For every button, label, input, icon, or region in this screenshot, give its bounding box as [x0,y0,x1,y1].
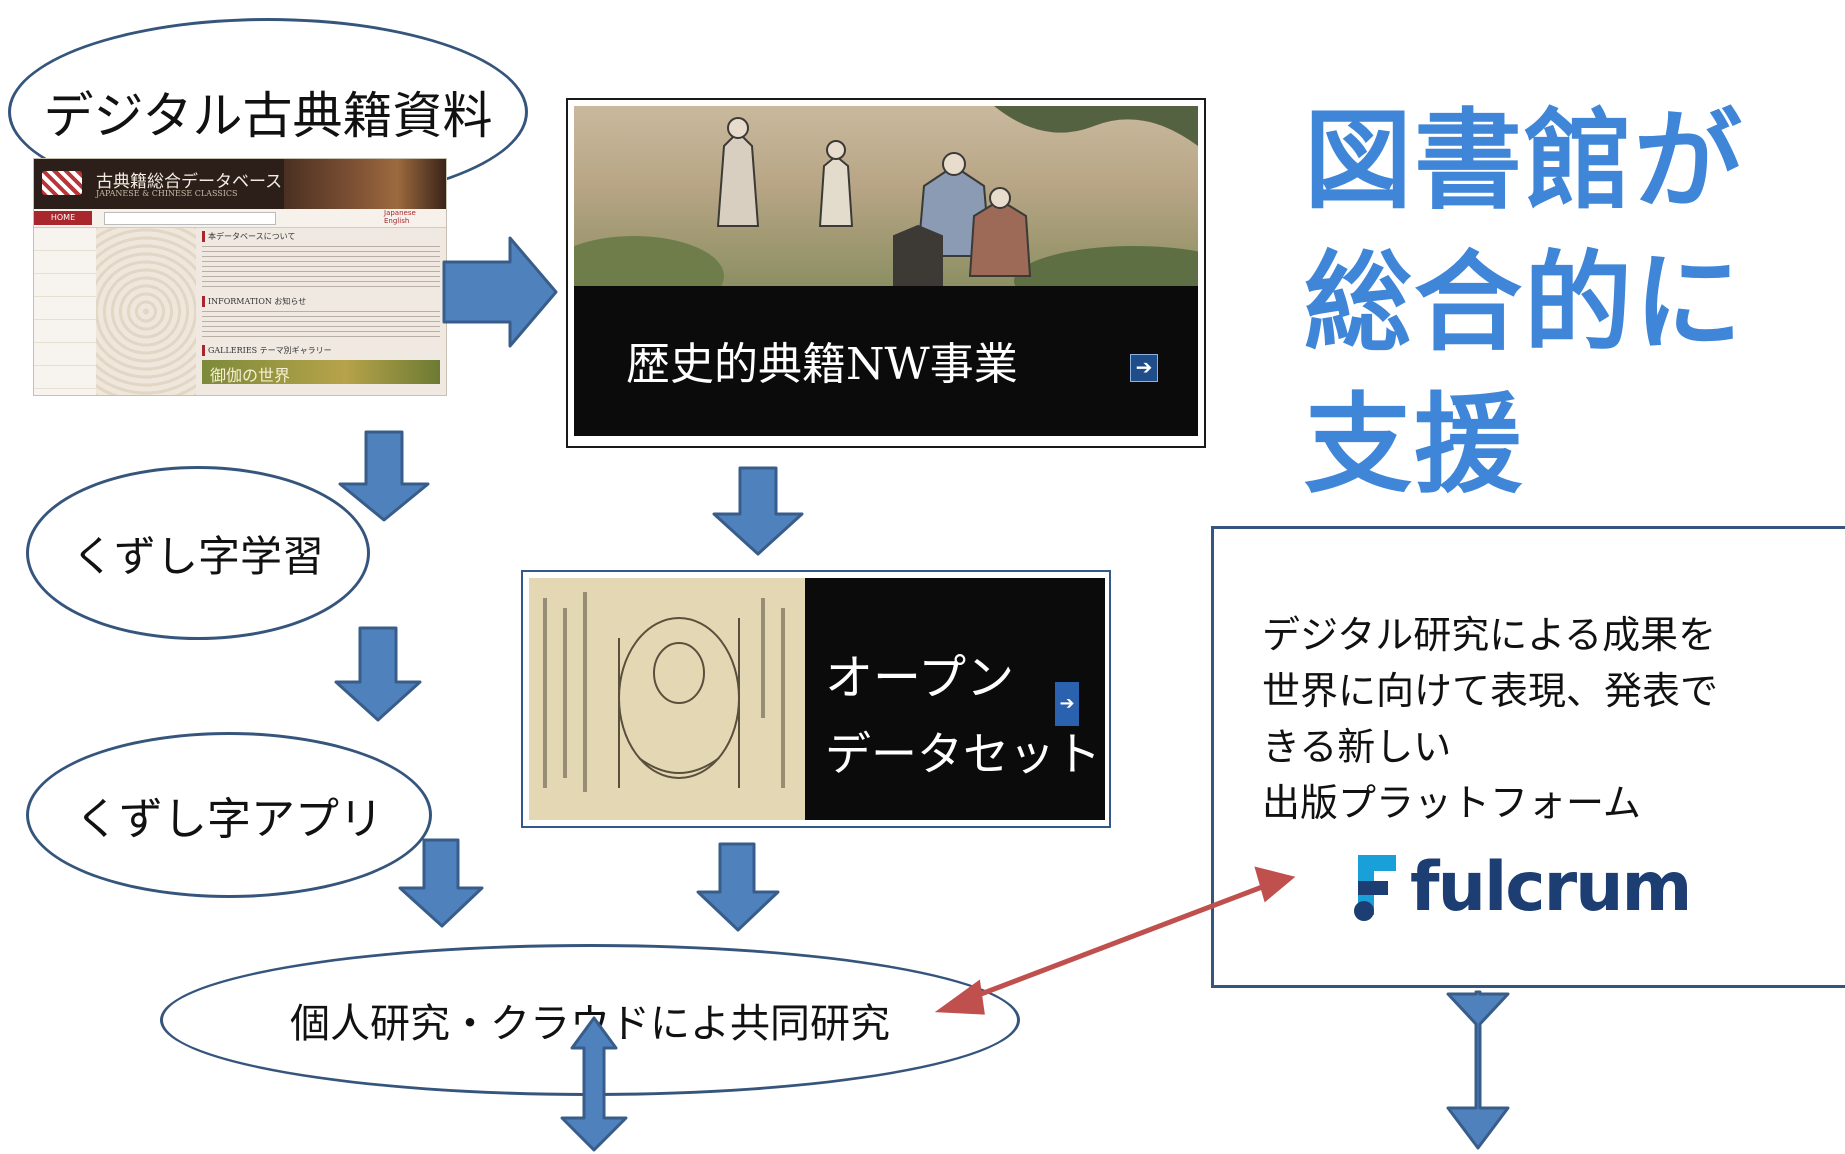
fulcrum-logo-icon [1354,855,1396,921]
nw-project-banner[interactable]: 歴史的典籍NW事業 ➔ [566,98,1206,448]
fulcrum-logo-text: fulcrum [1410,847,1692,927]
fulcrum-logo[interactable]: fulcrum [1350,847,1692,927]
oval-kuzushiji-learning: くずし字学習 [26,466,370,640]
screenshot-header: 古典籍総合データベース JAPANESE & CHINESE CLASSICS [34,159,446,209]
screenshot-content: 本データベースについて INFORMATION お知らせ GALLERIES テ… [202,231,440,391]
galleries-banner-text: 御伽の世界 [210,366,291,385]
kuzushiji-learning-label: くずし字学習 [71,531,324,581]
arrow-down-nw-to-dataset [712,466,804,556]
lang-japanese-link[interactable]: Japanese [384,209,416,217]
dataset-next-arrow-icon[interactable]: ➔ [1055,682,1079,726]
arrow-updown-research [560,1016,628,1152]
database-logo-icon [42,171,82,195]
about-heading: 本データベースについて [202,231,440,242]
search-input[interactable] [104,212,276,225]
nav-home-label: HOME [50,213,76,222]
arrow-down-dataset-to-research [696,842,780,932]
scroll-painting-image [568,106,1204,316]
fulcrum-box: デジタル研究による成果を 世界に向けて表現、発表で きる新しい 出版プラットフォ… [1211,526,1845,988]
galleries-banner[interactable]: 御伽の世界 [202,360,440,385]
oval-kuzushiji-app: くずし字アプリ [26,732,432,898]
headline: 図書館が 総合的に 支援 [1304,100,1744,508]
manuscript-drawing [543,592,785,792]
fulcrum-description: デジタル研究による成果を 世界に向けて表現、発表で きる新しい 出版プラットフォ… [1262,607,1718,831]
open-dataset-banner[interactable]: オープン データセット ➔ [521,570,1111,828]
fulcrum-line3: きる新しい [1262,725,1452,769]
site-title: 古典籍総合データベース [96,172,283,192]
dataset-caption-panel: オープン データセット ➔ [805,578,1105,820]
headline-line2: 総合的に [1304,241,1745,366]
arrow-down-app-to-research [398,838,484,928]
dataset-caption-line2: データセット [825,727,1101,781]
nw-caption-panel: 歴史的典籍NW事業 ➔ [574,286,1198,436]
fulcrum-line1: デジタル研究による成果を [1262,613,1717,657]
arrow-updown-fulcrum [1446,990,1510,1150]
fulcrum-line4: 出版プラットフォーム [1262,781,1641,825]
galleries-heading: GALLERIES テーマ別ギャラリー [202,345,440,356]
kuzushiji-app-label: くずし字アプリ [75,794,383,845]
information-heading: INFORMATION お知らせ [202,296,440,307]
arrow-down-db-to-learning [338,430,430,522]
nw-next-arrow-icon[interactable]: ➔ [1130,354,1158,382]
lang-english-link[interactable]: English [384,217,410,225]
classical-materials-label: デジタル古典籍資料 [43,87,493,145]
manuscript-image [529,578,805,820]
screenshot-pattern-column [96,228,196,395]
arrow-down-learning-to-app [334,626,422,722]
site-subtitle: JAPANESE & CHINESE CLASSICS [96,189,238,198]
screenshot-sidebar [34,228,96,395]
screenshot-nav-bar: HOME Japanese English [34,209,446,228]
headline-line1: 図書館が [1304,99,1745,224]
arrow-right-to-nw [442,236,558,348]
nw-project-caption: 歴史的典籍NW事業 [626,339,1018,390]
nav-home-button[interactable]: HOME [34,211,92,225]
about-text-lines [202,246,440,290]
fulcrum-line2: 世界に向けて表現、発表で [1262,669,1719,713]
arrow-research-fulcrum [934,866,1296,1015]
information-text-lines [202,311,440,339]
database-screenshot[interactable]: 古典籍総合データベース JAPANESE & CHINESE CLASSICS … [33,158,447,396]
dataset-caption-line1: オープン [825,650,1015,706]
headline-line3: 支援 [1304,383,1525,508]
header-illustration [284,159,446,209]
